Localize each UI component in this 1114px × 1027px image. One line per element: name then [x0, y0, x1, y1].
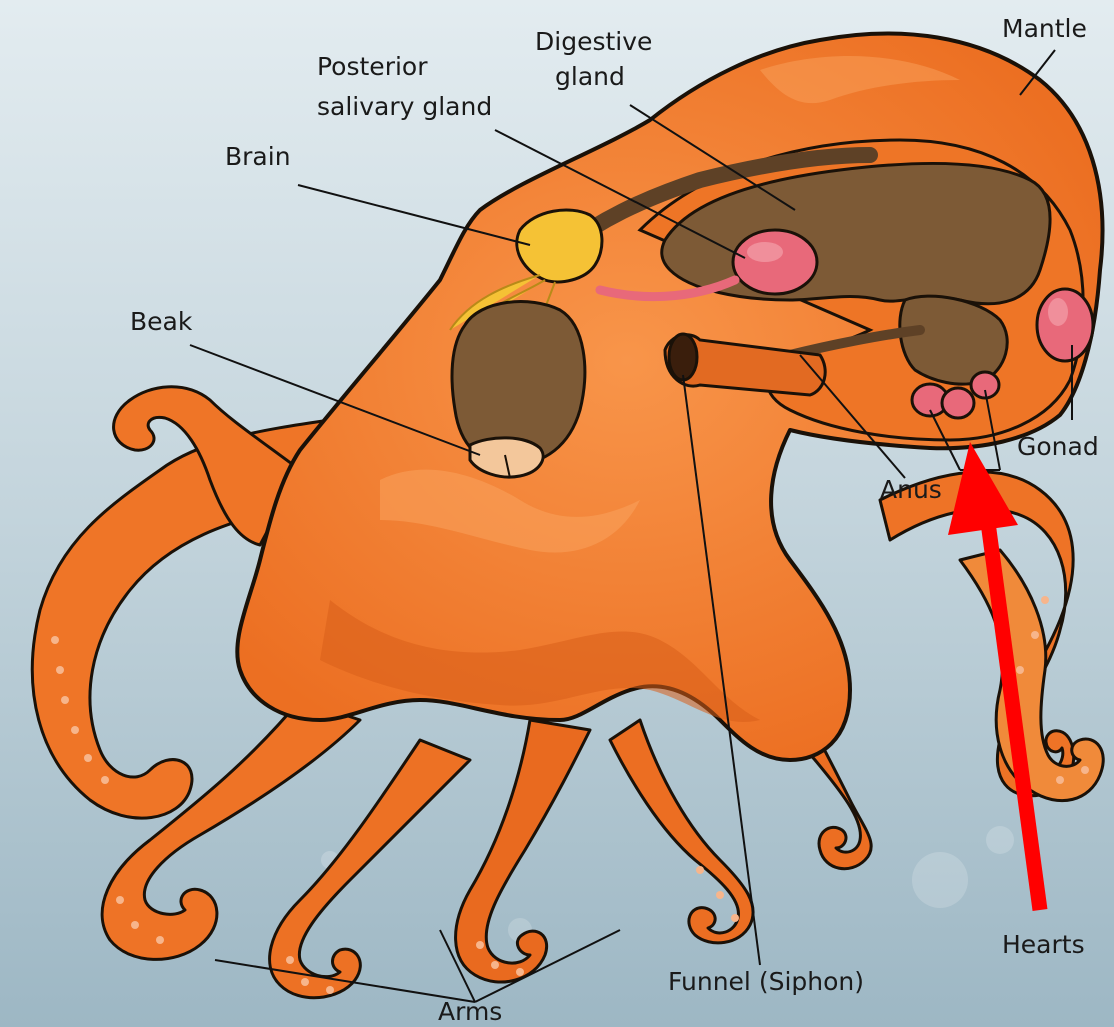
label-arms: Arms — [438, 997, 502, 1026]
label-posterior-salivary-line1: Posterior — [317, 52, 428, 81]
label-posterior-salivary-line2: salivary gland — [317, 92, 492, 121]
label-gonad: Gonad — [1017, 432, 1099, 461]
label-digestive-gland-line1: Digestive — [535, 27, 652, 56]
bubble — [912, 852, 968, 908]
label-brain: Brain — [225, 142, 291, 171]
label-beak: Beak — [130, 307, 193, 336]
label-anus: Anus — [880, 475, 942, 504]
bubble — [986, 826, 1014, 854]
label-mantle: Mantle — [1002, 14, 1087, 43]
systemic-heart — [942, 388, 974, 418]
label-digestive-gland-line2: gland — [555, 62, 625, 91]
label-funnel-siphon: Funnel (Siphon) — [668, 967, 864, 996]
posterior-salivary-gland — [733, 230, 817, 294]
funnel-opening — [669, 334, 697, 380]
brain — [517, 210, 602, 282]
label-hearts: Hearts — [1002, 930, 1085, 959]
gonad — [1037, 289, 1093, 361]
